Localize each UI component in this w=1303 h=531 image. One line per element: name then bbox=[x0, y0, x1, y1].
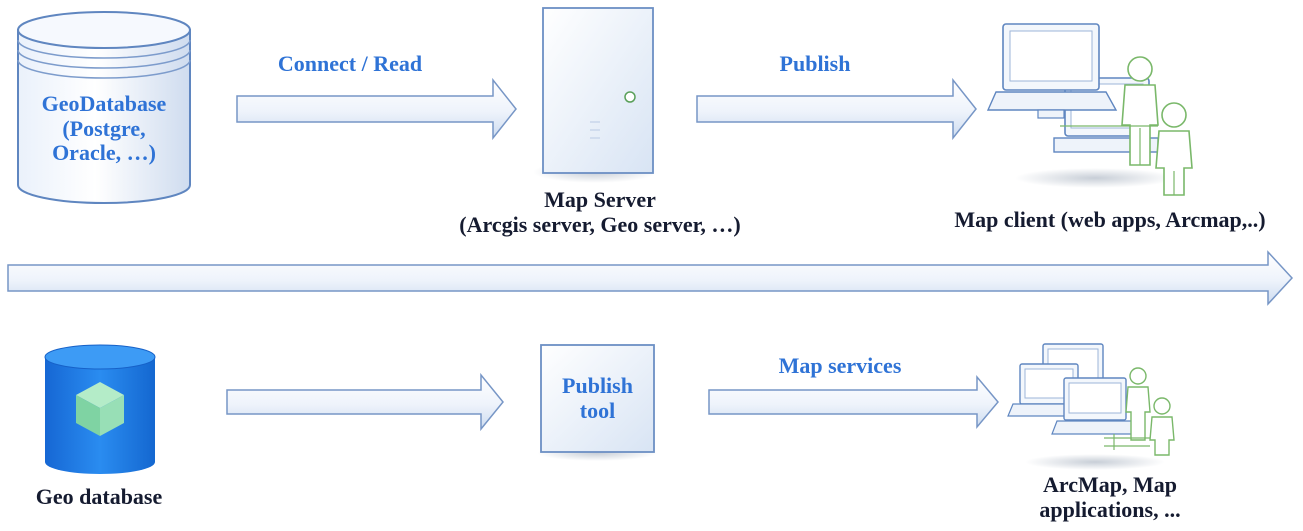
arcmap-label-line2: applications, ... bbox=[1039, 496, 1181, 522]
map-client-user-icon bbox=[1060, 56, 1193, 196]
publish-tool-label-line2: tool bbox=[579, 397, 616, 423]
geodatabase-label-line3: Oracle, …) bbox=[52, 140, 156, 166]
map-server-label-line1: Map Server bbox=[544, 187, 656, 212]
publish-tool-label: Publish tool bbox=[541, 373, 654, 423]
long-flow-arrow bbox=[7, 250, 1294, 306]
connect-read-arrow bbox=[236, 77, 517, 141]
arcmap-users-icon bbox=[1104, 367, 1175, 456]
arcmap-label-line1: ArcMap, Map bbox=[1042, 472, 1178, 497]
map-client-label: Map client (web apps, Arcmap,..) bbox=[954, 207, 1266, 232]
arcmap-label: ArcMap, Map applications, ... bbox=[1010, 472, 1210, 522]
map-services-label: Map services bbox=[778, 353, 902, 378]
publish-tool-box bbox=[537, 344, 657, 461]
arcmap-computers-icon bbox=[1007, 343, 1165, 470]
publish-tool-label-line1: Publish bbox=[562, 373, 633, 398]
geodatabase-label: GeoDatabase (Postgre, Oracle, …) bbox=[24, 91, 184, 166]
geodatabase-label-line1: GeoDatabase bbox=[41, 91, 167, 116]
geo-to-publish-arrow bbox=[226, 372, 504, 432]
connect-read-label: Connect / Read bbox=[277, 51, 423, 76]
publish-label: Publish bbox=[779, 51, 851, 76]
map-services-arrow bbox=[708, 374, 999, 430]
publish-arrow bbox=[696, 77, 977, 141]
map-server-label: Map Server (Arcgis server, Geo server, …… bbox=[440, 187, 760, 237]
geodatabase-cylinder-icon bbox=[17, 11, 191, 204]
geo-database-label: Geo database bbox=[35, 484, 163, 509]
map-server-icon bbox=[533, 7, 657, 183]
cube-icon bbox=[76, 382, 124, 436]
geodatabase-label-line2: (Postgre, bbox=[62, 115, 146, 141]
map-server-label-line2: (Arcgis server, Geo server, …) bbox=[459, 211, 741, 237]
